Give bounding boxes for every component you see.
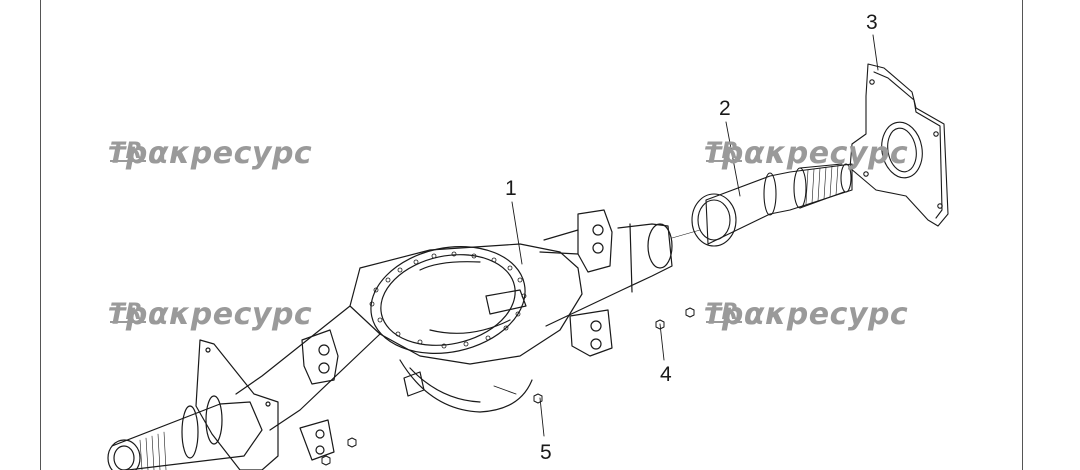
callout-1: 1 [505, 177, 517, 200]
axle-housing [107, 209, 673, 470]
callout-2: 2 [719, 97, 731, 120]
frame-border-left [40, 0, 41, 470]
tr-logo-icon: TR [706, 139, 742, 164]
svg-text:TR: TR [110, 139, 143, 164]
tr-logo-icon: TR [110, 139, 146, 164]
watermark-text: трακресурс [704, 136, 909, 171]
watermark-top-right: TR трακресурс [704, 136, 908, 171]
watermark-top-left: TR трακресурс [108, 136, 312, 171]
callout-5: 5 [540, 441, 552, 464]
axis-line [671, 229, 701, 239]
tr-logo-icon: TR [706, 300, 742, 325]
watermark-bottom-right: TR трακресурс [704, 297, 908, 332]
watermark-text: трακресурс [108, 297, 313, 332]
callout-4: 4 [660, 363, 672, 386]
flange-plate [849, 63, 949, 227]
watermark-text: трακресурс [108, 136, 313, 171]
ring-bolt-holes [369, 251, 527, 349]
frame-border-right [1022, 0, 1023, 470]
tr-logo-icon: TR [110, 300, 146, 325]
watermark-text: трακресурс [704, 297, 909, 332]
svg-text:TR: TR [706, 139, 739, 164]
callout-3: 3 [866, 11, 878, 34]
leader-lines [493, 34, 879, 437]
svg-text:TR: TR [706, 300, 739, 325]
hub-assembly [691, 163, 853, 247]
watermark-bottom-left: TR трακресурс [108, 297, 312, 332]
svg-text:TR: TR [110, 300, 143, 325]
fittings [321, 307, 695, 466]
